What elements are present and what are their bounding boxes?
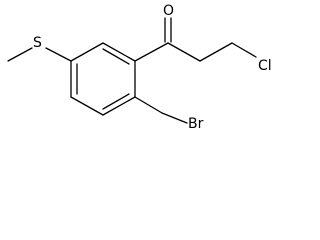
ring-bond [102,96,136,116]
ring-double-bond [102,48,130,65]
ring-carbonyl-bond [134,42,169,62]
oxygen-label: O [163,3,174,19]
chain-bond [167,42,201,62]
ring-double-bond [102,93,130,110]
ring-ch2-bond [134,96,163,114]
chain-bond [199,42,233,62]
ring-bond [70,42,104,62]
ring-bond [70,96,104,116]
chlorine-label: Cl [258,58,272,74]
benzene-ring [70,42,136,116]
ch2-br-bond [161,112,188,124]
bromine-label: Br [188,116,204,132]
methylthio-group: S [7,35,72,62]
c-cl-bond [231,42,257,58]
ring-bond [102,42,136,62]
s-methyl-bond [7,47,33,62]
bromomethyl-group: Br [134,96,204,132]
chloropropanoyl-chain: O Cl [134,3,272,74]
s-ring-bond [45,47,72,62]
chemical-structure: S O Cl Br [7,3,272,132]
sulfur-label: S [33,35,42,51]
